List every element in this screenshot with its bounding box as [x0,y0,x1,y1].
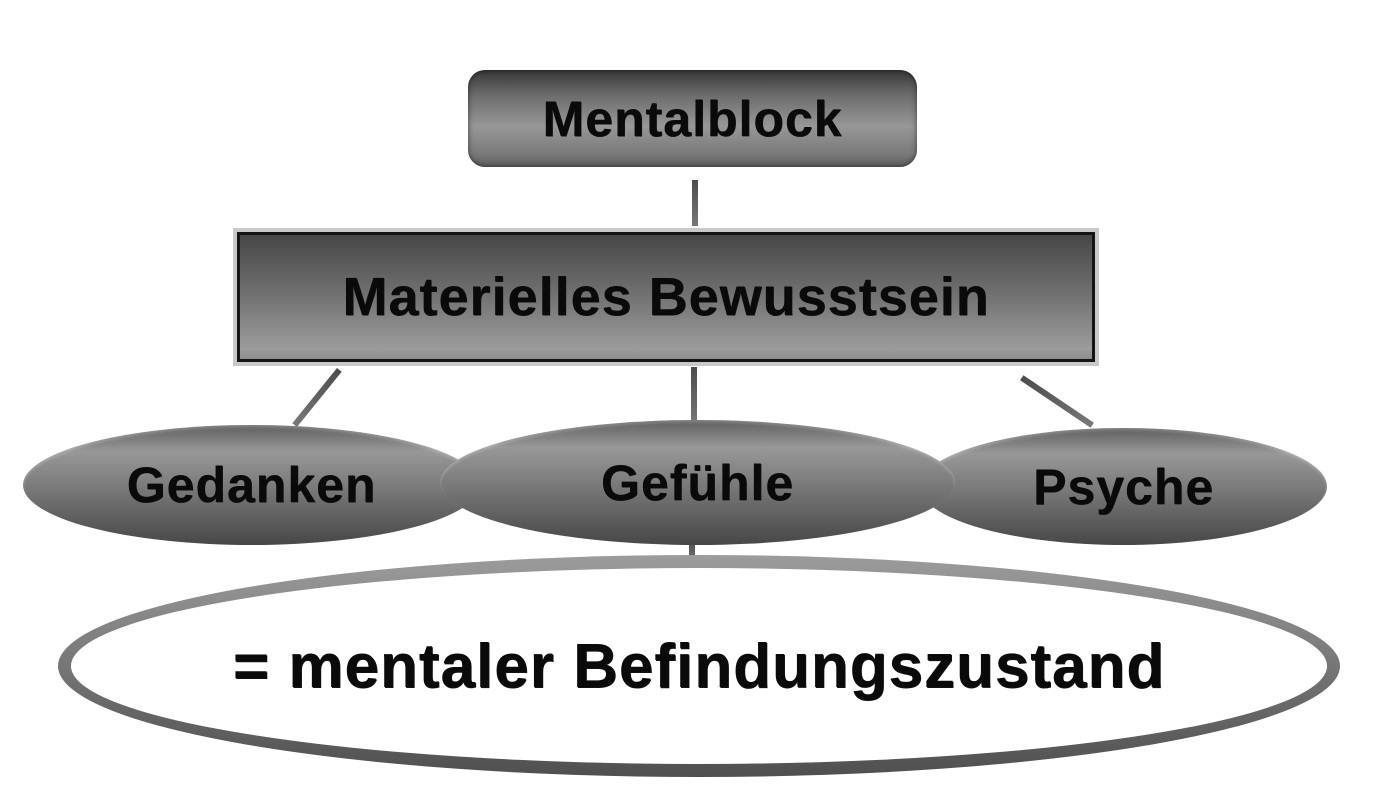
node-materielles-bewusstsein: Materielles Bewusstsein [237,232,1095,362]
node-mentalblock: Mentalblock [468,70,917,167]
node-mentalblock-label: Mentalblock [542,90,843,147]
node-result-label: = mentaler Befindungszustand [232,631,1166,701]
edge-materielles-gefuehle [691,367,697,425]
node-gefuehle-label: Gefühle [600,454,795,511]
node-result-ring: = mentaler Befindungszustand [58,555,1340,777]
node-psyche-label: Psyche [1032,458,1215,515]
node-result: = mentaler Befindungszustand [71,568,1327,764]
edge-materielles-psyche [1020,375,1094,428]
edge-mentalblock-materielles [692,180,698,226]
node-psyche: Psyche [920,428,1327,545]
node-gedanken: Gedanken [23,425,480,545]
node-gefuehle: Gefühle [440,420,955,545]
edge-materielles-gedanken [292,368,342,427]
node-gedanken-label: Gedanken [126,457,377,513]
node-materielles-bewusstsein-label: Materielles Bewusstsein [342,267,990,327]
edge-gefuehle-result [689,536,695,572]
